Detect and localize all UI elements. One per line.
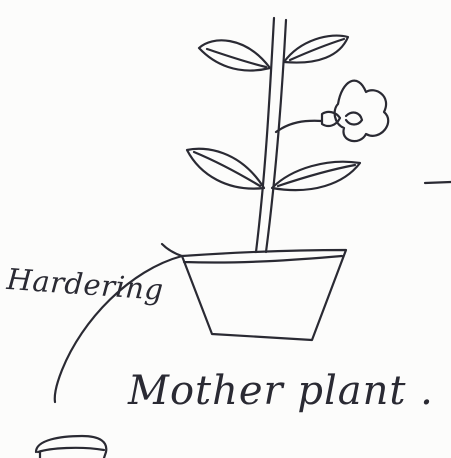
leaf-top-left	[199, 40, 270, 70]
edge-dash	[425, 182, 451, 183]
leaf-lower-right	[272, 162, 360, 190]
leaf-lower-left	[187, 149, 264, 189]
flower	[322, 81, 388, 141]
flower-branch	[276, 121, 322, 132]
mother-plant-label: Mother plant .	[128, 368, 434, 414]
small-pot-partial	[36, 436, 106, 458]
pot	[162, 244, 346, 340]
leaf-top-right	[284, 36, 348, 63]
stem	[256, 18, 286, 252]
